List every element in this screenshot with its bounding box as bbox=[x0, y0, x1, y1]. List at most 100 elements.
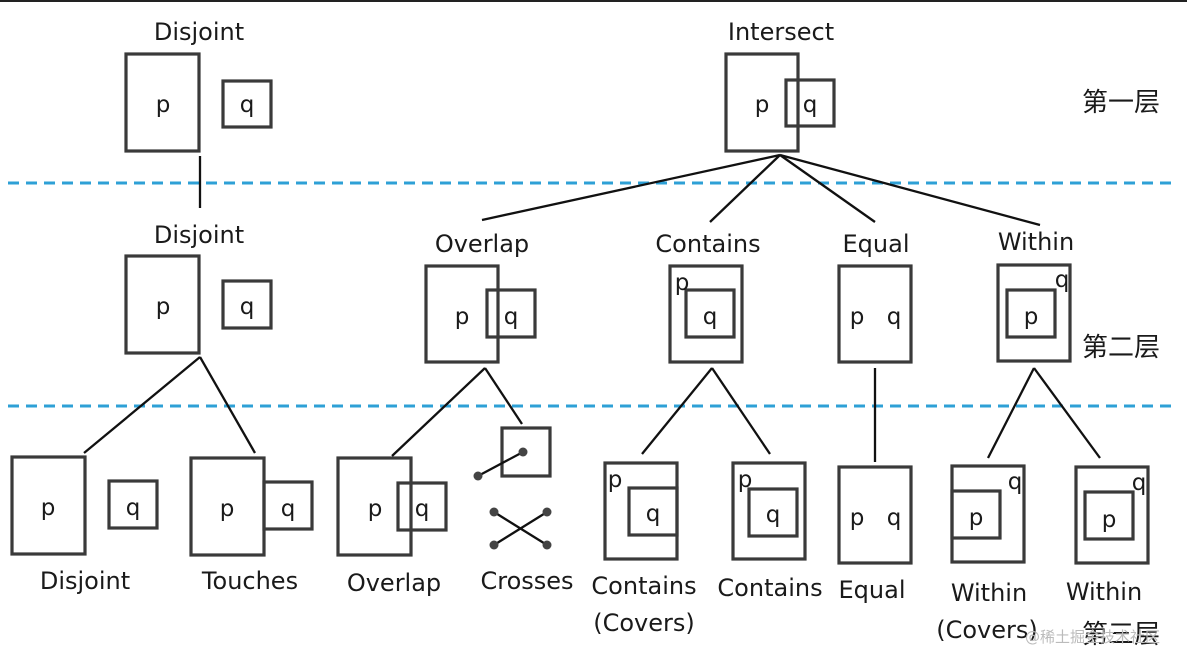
p-label: p bbox=[969, 505, 984, 531]
pq-box bbox=[837, 264, 913, 364]
p-label: p bbox=[455, 304, 470, 330]
edge-within-within3 bbox=[1033, 367, 1101, 459]
edge-intersect-within bbox=[779, 153, 1041, 227]
node-within-l2: Within q p bbox=[996, 228, 1074, 363]
p-label: p bbox=[156, 92, 171, 118]
p-label: p bbox=[220, 496, 235, 522]
edge-contains-contains3 bbox=[711, 367, 771, 455]
node-disjoint-l2: Disjoint p q bbox=[124, 221, 273, 355]
p-label: p bbox=[156, 294, 171, 320]
node-title: Crosses bbox=[480, 567, 573, 595]
node-contains-covers-l3: p q Contains (Covers) bbox=[591, 461, 697, 637]
node-title: Contains bbox=[591, 572, 696, 600]
q-box bbox=[221, 79, 273, 129]
node-within-covered-l3: q p Within (Covers) bbox=[936, 464, 1038, 644]
p-label: p bbox=[850, 505, 865, 531]
node-title: Equal bbox=[839, 576, 906, 604]
edge-overlap-crosses bbox=[484, 367, 523, 425]
node-title: Within bbox=[998, 228, 1074, 256]
watermark: @稀土掘金技术社区 bbox=[1025, 628, 1160, 646]
node-title: Contains bbox=[717, 574, 822, 602]
node-equal-l2: Equal p q bbox=[837, 230, 913, 364]
edge-intersect-overlap bbox=[481, 153, 781, 222]
node-overlap-l3: p q Overlap bbox=[336, 456, 448, 597]
node-title: Equal bbox=[843, 230, 910, 258]
node-intersect-l1: Intersect p q bbox=[724, 18, 836, 153]
node-crosses-l3: Crosses bbox=[473, 426, 574, 595]
p-label: p bbox=[675, 270, 690, 296]
p-label: p bbox=[738, 467, 753, 493]
line-endpoint bbox=[518, 447, 528, 457]
p-label: p bbox=[1102, 507, 1117, 533]
node-subtitle: (Covers) bbox=[593, 609, 695, 637]
q-label: q bbox=[415, 496, 430, 522]
p-label: p bbox=[1024, 304, 1039, 330]
node-title: Disjoint bbox=[40, 567, 130, 595]
node-equal-l3: p q Equal bbox=[837, 465, 913, 604]
node-title: Contains bbox=[655, 230, 760, 258]
q-box bbox=[684, 288, 736, 339]
node-contains-l3: p q Contains bbox=[717, 461, 823, 602]
node-touches-l3: p q Touches bbox=[189, 456, 314, 595]
node-title: Overlap bbox=[435, 230, 529, 258]
node-disjoint-l1: Disjoint p q bbox=[124, 18, 273, 153]
q-label: q bbox=[240, 294, 255, 320]
edge-intersect-equal bbox=[779, 154, 876, 223]
node-title: Within bbox=[1066, 578, 1142, 606]
edge-disjoint-disjoint3 bbox=[83, 356, 201, 454]
p-box bbox=[668, 264, 744, 364]
q-box bbox=[107, 479, 159, 530]
q-label: q bbox=[887, 304, 902, 330]
p-box bbox=[124, 254, 201, 355]
q-box bbox=[747, 487, 799, 538]
q-label: q bbox=[646, 501, 661, 527]
p-label: p bbox=[850, 304, 865, 330]
cross-line-b bbox=[493, 511, 548, 546]
q-box bbox=[1074, 465, 1150, 565]
layer-label-3: 第三层 bbox=[1082, 620, 1160, 650]
q-label: q bbox=[126, 495, 141, 521]
q-box bbox=[485, 288, 537, 339]
q-box bbox=[996, 263, 1072, 363]
p-box bbox=[731, 461, 807, 561]
q-label: q bbox=[1132, 470, 1147, 496]
node-title: Touches bbox=[201, 567, 298, 595]
node-title: Overlap bbox=[347, 569, 441, 597]
p-box bbox=[424, 264, 500, 364]
q-label: q bbox=[803, 92, 818, 118]
q-label: q bbox=[703, 304, 718, 330]
p-box bbox=[950, 489, 1002, 540]
p-label: p bbox=[608, 467, 623, 493]
q-box bbox=[262, 480, 314, 531]
q-label: q bbox=[766, 502, 781, 528]
crossing-line bbox=[477, 450, 524, 478]
edge-overlap-overlap3 bbox=[391, 367, 486, 457]
line-endpoint bbox=[542, 540, 552, 550]
p-box bbox=[1083, 490, 1135, 541]
p-box bbox=[336, 456, 413, 557]
line-endpoint bbox=[489, 507, 499, 517]
node-disjoint-l3: p q Disjoint bbox=[10, 455, 159, 595]
q-label: q bbox=[240, 92, 255, 118]
q-label: q bbox=[1055, 267, 1070, 293]
edge-disjoint-touches bbox=[199, 356, 256, 454]
edge-contains-covers bbox=[641, 367, 713, 455]
q-box bbox=[221, 279, 273, 330]
q-box bbox=[784, 78, 836, 128]
p-box bbox=[1005, 288, 1057, 339]
p-label: p bbox=[368, 496, 383, 522]
crosses-box bbox=[500, 426, 552, 478]
p-label: p bbox=[755, 92, 770, 118]
line-endpoint bbox=[473, 471, 483, 481]
node-title: Intersect bbox=[728, 18, 834, 46]
q-label: q bbox=[887, 505, 902, 531]
layer-label-1: 第一层 bbox=[1082, 88, 1160, 118]
q-box bbox=[396, 481, 448, 532]
node-title: Disjoint bbox=[154, 221, 244, 249]
line-endpoint bbox=[489, 540, 499, 550]
node-subtitle: (Covers) bbox=[936, 616, 1038, 644]
p-box bbox=[10, 455, 87, 556]
p-label: p bbox=[41, 495, 56, 521]
q-label: q bbox=[504, 304, 519, 330]
